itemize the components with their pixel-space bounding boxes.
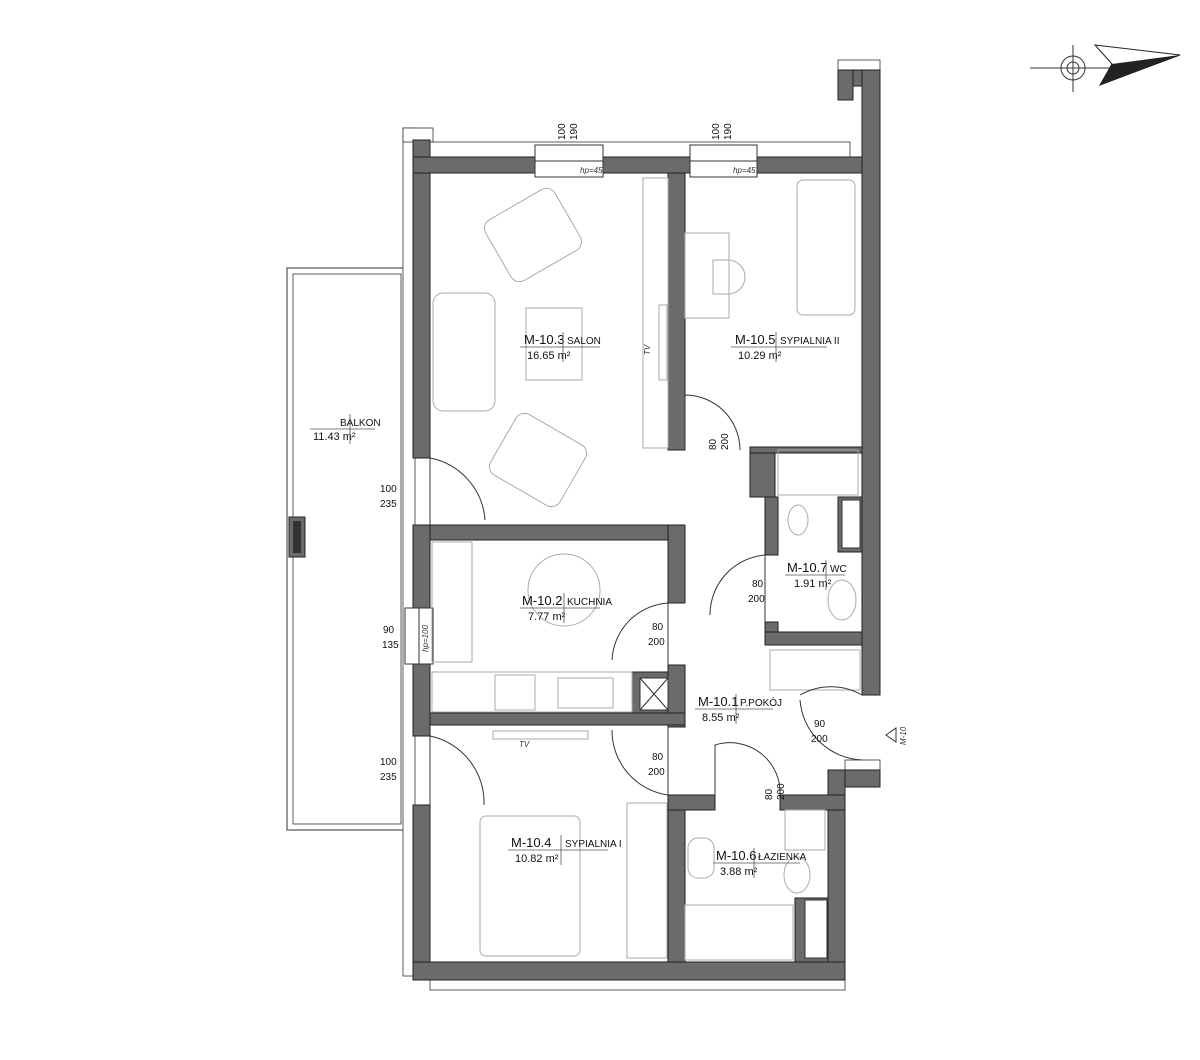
svg-text:hp=45: hp=45 [580,166,603,175]
svg-text:100: 100 [711,123,722,140]
svg-text:235: 235 [380,772,397,783]
room-name: P.POKÓJ [740,696,782,709]
svg-text:200: 200 [648,767,665,778]
tv-label: TV [519,740,530,749]
doors [429,394,863,806]
room-area: 16.65 m² [527,350,571,362]
svg-text:hp=100: hp=100 [421,625,430,652]
room-area: 10.82 m² [515,853,559,865]
svg-text:100: 100 [557,123,568,140]
room-name: ŁAZIENKA [758,852,807,863]
svg-text:135: 135 [382,640,399,651]
svg-text:200: 200 [776,783,787,800]
svg-text:200: 200 [720,433,731,450]
walls [412,69,881,981]
svg-text:M-10: M-10 [899,726,908,745]
room-name: SALON [567,336,601,347]
svg-text:100: 100 [380,757,397,768]
room-name: SYPIALNIA I [565,839,622,850]
svg-text:80: 80 [652,752,664,763]
room-label-kuchnia: M-10.2 KUCHNIA 7.77 m² [520,593,612,623]
room-label-salon: M-10.3 SALON 16.65 m² [520,332,601,362]
room-code: M-10.4 [511,835,551,850]
svg-text:hp=45: hp=45 [733,166,756,175]
room-area: 11.43 m² [313,431,356,443]
entrance-marker: M-10 [885,726,908,745]
svg-text:80: 80 [752,579,764,590]
svg-text:90: 90 [814,719,826,730]
room-code: M-10.6 [716,848,756,863]
insulation-north [429,141,851,158]
svg-text:80: 80 [652,622,664,633]
room-label-lazienka: M-10.6 ŁAZIENKA 3.88 m² [713,848,807,878]
svg-text:190: 190 [569,123,580,140]
svg-text:235: 235 [380,499,397,510]
room-code: M-10.5 [735,332,775,347]
svg-text:190: 190 [723,123,734,140]
tv-label: TV [643,344,652,355]
svg-text:200: 200 [748,594,765,605]
furniture [431,177,861,961]
room-code: M-10.3 [524,332,564,347]
room-code: M-10.1 [698,694,738,709]
room-code: M-10.2 [522,593,562,608]
room-code: M-10.7 [787,560,827,575]
room-area: 1.91 m² [794,578,832,590]
room-area: 3.88 m² [720,866,758,878]
room-label-wc: M-10.7 WC 1.91 m² [785,560,847,590]
room-area: 8.55 m² [702,712,740,724]
compass-icon [1030,44,1181,92]
room-name: BALKON [340,418,381,429]
room-name: KUCHNIA [567,597,612,608]
room-label-sypialnia-1: M-10.4 SYPIALNIA I 10.82 m² [508,835,622,865]
room-area: 7.77 m² [528,611,566,623]
room-area: 10.29 m² [738,350,782,362]
svg-text:200: 200 [811,734,828,745]
windows [404,144,758,665]
room-name: SYPIALNIA II [780,336,839,347]
room-label-przedpokoj: M-10.1 P.POKÓJ 8.55 m² [695,694,782,724]
svg-text:90: 90 [383,625,395,636]
balcony [286,267,406,831]
room-label-sypialnia-2: M-10.5 SYPIALNIA II 10.29 m² [731,332,839,362]
svg-text:100: 100 [380,484,397,495]
room-name: WC [830,564,847,575]
svg-text:200: 200 [648,637,665,648]
room-label-balkon: BALKON 11.43 m² [310,414,381,444]
svg-text:80: 80 [708,438,719,450]
svg-text:80: 80 [764,788,775,800]
